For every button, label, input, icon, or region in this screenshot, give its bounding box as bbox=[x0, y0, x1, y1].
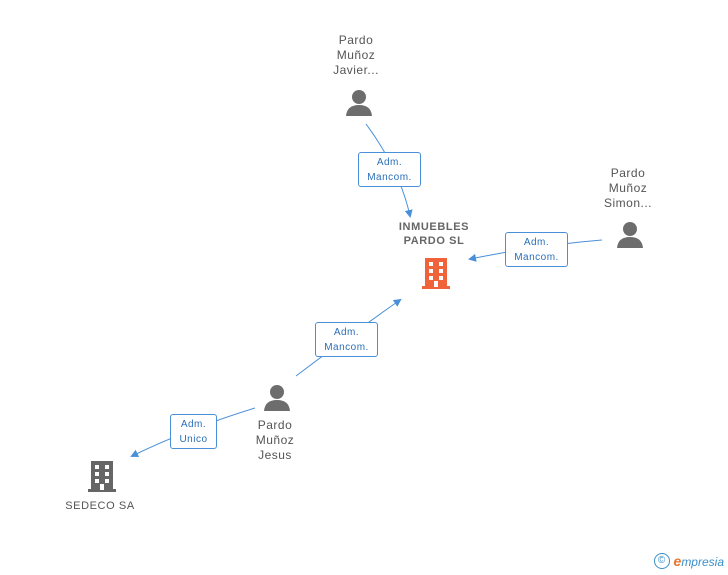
person-icon[interactable] bbox=[344, 88, 374, 118]
edge-label-javier[interactable]: Adm. Mancom. bbox=[358, 152, 421, 187]
brand-logo: empresia bbox=[673, 553, 724, 569]
person-label-javier[interactable]: Pardo Muñoz Javier... bbox=[333, 33, 379, 77]
edge-label-jesus-sedeco[interactable]: Adm. Unico bbox=[170, 414, 217, 449]
person-label-simon[interactable]: Pardo Muñoz Simon... bbox=[603, 166, 652, 210]
footer-brand[interactable]: © empresia bbox=[653, 553, 724, 569]
building-icon[interactable] bbox=[420, 256, 452, 290]
person-label-jesus[interactable]: Pardo Muñoz Jesus bbox=[255, 418, 295, 462]
edge-label-jesus[interactable]: Adm. Mancom. bbox=[315, 322, 378, 357]
person-icon[interactable] bbox=[615, 220, 645, 250]
building-icon[interactable] bbox=[86, 459, 118, 493]
company-label-sedeco[interactable]: SEDECO SA bbox=[65, 500, 135, 512]
copyright-icon: © bbox=[653, 553, 670, 569]
company-label-main[interactable]: INMUEBLES PARDO SL bbox=[398, 221, 470, 247]
edge-label-simon[interactable]: Adm. Mancom. bbox=[505, 232, 568, 267]
person-icon[interactable] bbox=[262, 383, 292, 413]
